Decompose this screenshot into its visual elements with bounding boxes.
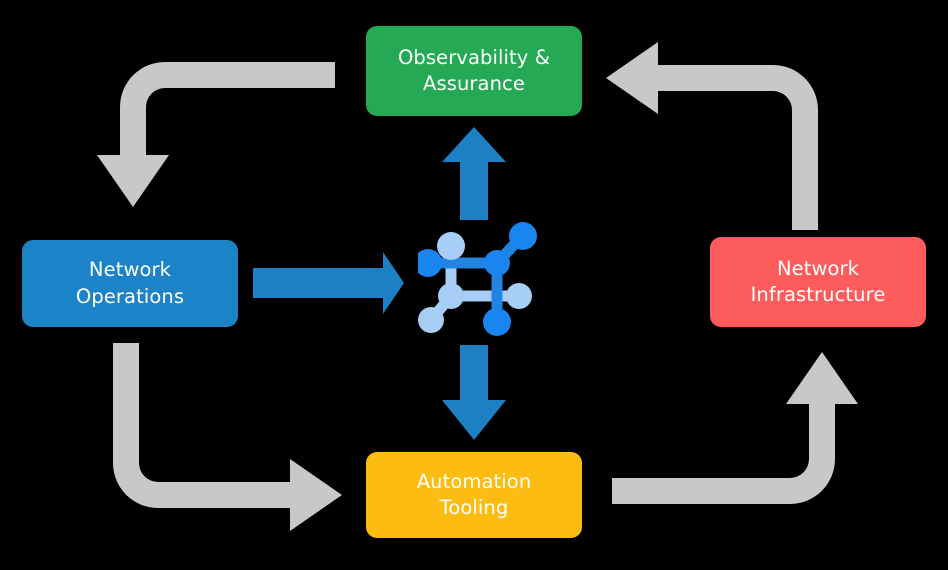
cycle-arrow-automation-to-infrastructure	[612, 352, 858, 504]
hub-arrow-center-to-automation	[442, 345, 506, 440]
node-box-network-operations[interactable]: Network Operations	[22, 240, 238, 327]
topology-nodes-light	[418, 232, 532, 333]
node-box-network-infrastructure[interactable]: Network Infrastructure	[710, 237, 926, 327]
cycle-arrow-infrastructure-to-observability	[606, 42, 818, 230]
cycle-arrow-operations-to-automation	[113, 343, 342, 531]
cycle-arrow-observability-to-operations	[97, 62, 335, 207]
network-topology-icon	[418, 222, 537, 336]
topology-nodes-bright	[418, 222, 537, 336]
node-box-observability[interactable]: Observability & Assurance	[366, 26, 582, 116]
hub-arrow-operations-to-center	[253, 252, 404, 314]
hub-arrow-center-to-observability	[442, 127, 506, 220]
node-box-automation-tooling[interactable]: Automation Tooling	[366, 452, 582, 538]
